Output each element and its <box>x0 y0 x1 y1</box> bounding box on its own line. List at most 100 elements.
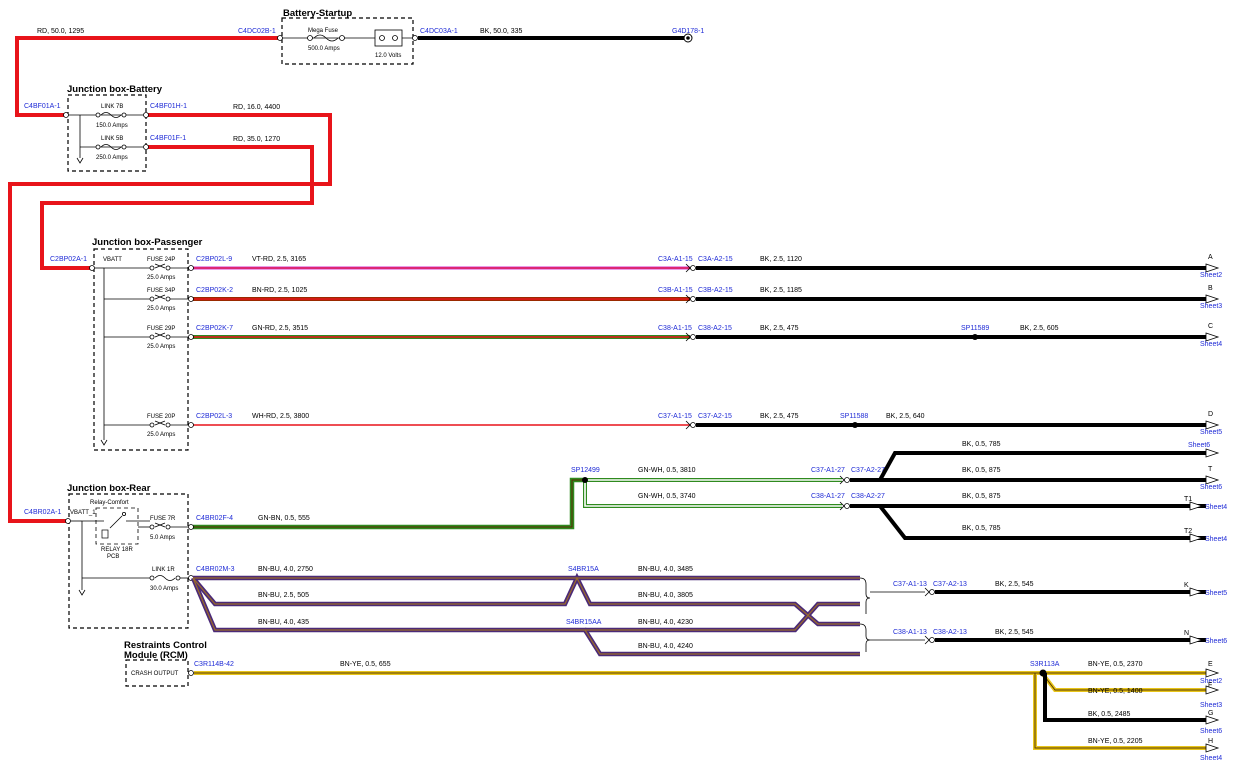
fuse-row-20p: FUSE 20P 25.0 Amps <box>104 414 188 438</box>
connector-c37-a2-27: C37-A2-27 <box>851 467 885 474</box>
black-wires-passenger <box>696 266 1206 427</box>
mega-fuse-rating: 500.0 Amps <box>308 46 340 52</box>
black-wires-13 <box>935 590 1206 642</box>
brace-n <box>859 623 871 652</box>
connector-c4br02a: C4BR02A-1 <box>24 509 61 516</box>
brace-k <box>859 577 871 614</box>
jb-battery-title: Junction box-Battery <box>67 84 163 95</box>
fuse-row-29p: FUSE 29P 25.0 Amps <box>104 326 188 350</box>
wire-label-bk-545-k: BK, 2.5, 545 <box>995 581 1034 588</box>
jb-rear-title: Junction box-Rear <box>67 483 151 494</box>
connector-c38-a2-13: C38-A2-13 <box>933 629 967 636</box>
connector-g4d178: G4D178-1 <box>672 28 704 35</box>
wire-label-bk-640: BK, 2.5, 640 <box>886 413 925 420</box>
connector-c3a-a2: C3A-A2-15 <box>698 256 733 263</box>
fuse-29p-label: FUSE 29P <box>147 326 175 332</box>
splice-label-s4br15aa: S4BR15AA <box>566 619 602 626</box>
wire-label-rd-35: RD, 35.0, 1270 <box>233 136 280 143</box>
wire-label-bk-875-b: BK, 0.5, 875 <box>962 493 1001 500</box>
fuse-7r-rating: 5.0 Amps <box>150 535 175 541</box>
wire-label-rd-16: RD, 16.0, 4400 <box>233 104 280 111</box>
ref-sheet-e: Sheet2 <box>1200 678 1222 685</box>
wire-label-bn-ye-2370: BN-YE, 0.5, 2370 <box>1088 661 1143 668</box>
link-7b-rating: 150.0 Amps <box>96 123 128 129</box>
splice-s3r113a <box>1039 669 1047 677</box>
connector-c2bp02k2: C2BP02K-2 <box>196 287 233 294</box>
wire-label-bk-2485: BK, 0.5, 2485 <box>1088 711 1131 718</box>
splice-label-s4br15a: S4BR15A <box>568 566 599 573</box>
ref-letter-n: N <box>1184 630 1189 637</box>
link-7b-label: LINK 7B <box>101 104 123 110</box>
wire-label-bn-bu-4230: BN-BU, 4.0, 4230 <box>638 619 693 626</box>
relay-sub1: RELAY 18R <box>101 547 133 553</box>
wire-label-wh-rd: WH-RD, 2.5, 3800 <box>252 413 309 420</box>
wire-label-gn-bn: GN-BN, 0.5, 555 <box>258 515 310 522</box>
fuse-34p-rating: 25.0 Amps <box>147 306 175 312</box>
inline-connectors-passenger <box>685 263 696 430</box>
connector-c4dc03a: C4DC03A-1 <box>420 28 458 35</box>
red-feed-wire <box>8 36 332 523</box>
black-wires-27 <box>850 451 1206 540</box>
splice-label-sp12499: SP12499 <box>571 467 600 474</box>
ref-letter-g: G <box>1208 710 1213 717</box>
connector-c37-a1-27: C37-A1-27 <box>811 467 845 474</box>
wire-label-bk-1185: BK, 2.5, 1185 <box>760 287 802 294</box>
ref-letter-a: A <box>1208 254 1213 261</box>
connector-c4dc02b: C4DC02B-1 <box>238 28 276 35</box>
wire-label-bn-bu-435: BN-BU, 4.0, 435 <box>258 619 309 626</box>
fuse-20p-rating: 25.0 Amps <box>147 432 175 438</box>
wire-label-bn-ye-655: BN-YE, 0.5, 655 <box>340 661 391 668</box>
vbatt-label: VBATT <box>103 257 122 263</box>
inline-connectors-27 <box>839 475 850 511</box>
junction-box-rear: Junction box-Rear VBATT_1 Relay-Comfort … <box>65 483 189 629</box>
ref-letter-t2: T2 <box>1184 528 1192 535</box>
wire-label-bn-bu-3805: BN-BU, 4.0, 3805 <box>638 592 693 599</box>
offsheet-refs <box>1189 263 1220 753</box>
relay-comfort-label: Relay-Comfort <box>90 500 129 506</box>
wire-label-bn-bu-3485: BN-BU, 4.0, 3485 <box>638 566 693 573</box>
fuse-row-24p: FUSE 24P 25.0 Amps <box>104 257 188 281</box>
connector-c38-a1-27: C38-A1-27 <box>811 493 845 500</box>
ref-sheet-6a: Sheet6 <box>1188 442 1210 449</box>
ref-letter-b: B <box>1208 285 1213 292</box>
inline-connectors-13 <box>870 587 935 645</box>
ref-letter-f: F <box>1208 682 1212 689</box>
junction-box-battery: Junction box-Battery LINK 7B 150.0 Amps … <box>63 84 163 172</box>
wire-label-bk-785-b: BK, 0.5, 785 <box>962 525 1001 532</box>
junction-box-passenger: Junction box-Passenger VBATT <box>89 237 203 451</box>
connector-c2bp02l9: C2BP02L-9 <box>196 256 232 263</box>
battery-icon <box>374 29 403 47</box>
ref-letter-t: T <box>1208 466 1213 473</box>
splice-sp12499 <box>582 477 588 483</box>
connector-c38-a1-13: C38-A1-13 <box>893 629 927 636</box>
crash-output-label: CRASH OUTPUT <box>131 671 179 677</box>
wire-gn-wh <box>583 478 842 508</box>
ref-letter-d: D <box>1208 411 1213 418</box>
battery-startup-box: Battery-Startup Mega Fuse 500.0 Amps 12.… <box>281 8 414 65</box>
connector-c4bf01f: C4BF01F-1 <box>150 135 186 142</box>
ref-sheet-a: Sheet2 <box>1200 272 1222 279</box>
ref-sheet-t: Sheet6 <box>1200 484 1222 491</box>
connector-c38-a2-27: C38-A2-27 <box>851 493 885 500</box>
rcm-module: Restraints Control Module (RCM) CRASH OU… <box>124 640 207 687</box>
wire-label-bk-50: BK, 50.0, 335 <box>480 28 523 35</box>
wire-label-bk-545-n: BK, 2.5, 545 <box>995 629 1034 636</box>
wire-label-bk-605: BK, 2.5, 605 <box>1020 325 1059 332</box>
splice-label-sp11589: SP11589 <box>961 325 989 332</box>
link-5b-label: LINK 5B <box>101 136 123 142</box>
wire-label-bn-bu-2750: BN-BU, 4.0, 2750 <box>258 566 313 573</box>
ref-letter-k: K <box>1184 582 1189 589</box>
connector-c3b-a2: C3B-A2-15 <box>698 287 733 294</box>
fuse-row-34p: FUSE 34P 25.0 Amps <box>104 288 188 312</box>
wire-label-bn-ye-2205: BN-YE, 0.5, 2205 <box>1088 738 1143 745</box>
connector-c4bf01a: C4BF01A-1 <box>24 103 61 110</box>
connector-c3a-a1: C3A-A1-15 <box>658 256 693 263</box>
connector-c37-a2-13: C37-A2-13 <box>933 581 967 588</box>
ref-sheet-b: Sheet3 <box>1200 303 1222 310</box>
link-5b-rating: 250.0 Amps <box>96 155 128 161</box>
wire-label-gn-rd: GN-RD, 2.5, 3515 <box>252 325 308 332</box>
ref-sheet-t1: Sheet4 <box>1205 504 1227 511</box>
fuse-34p-label: FUSE 34P <box>147 288 175 294</box>
ref-sheet-k: Sheet5 <box>1205 590 1227 597</box>
